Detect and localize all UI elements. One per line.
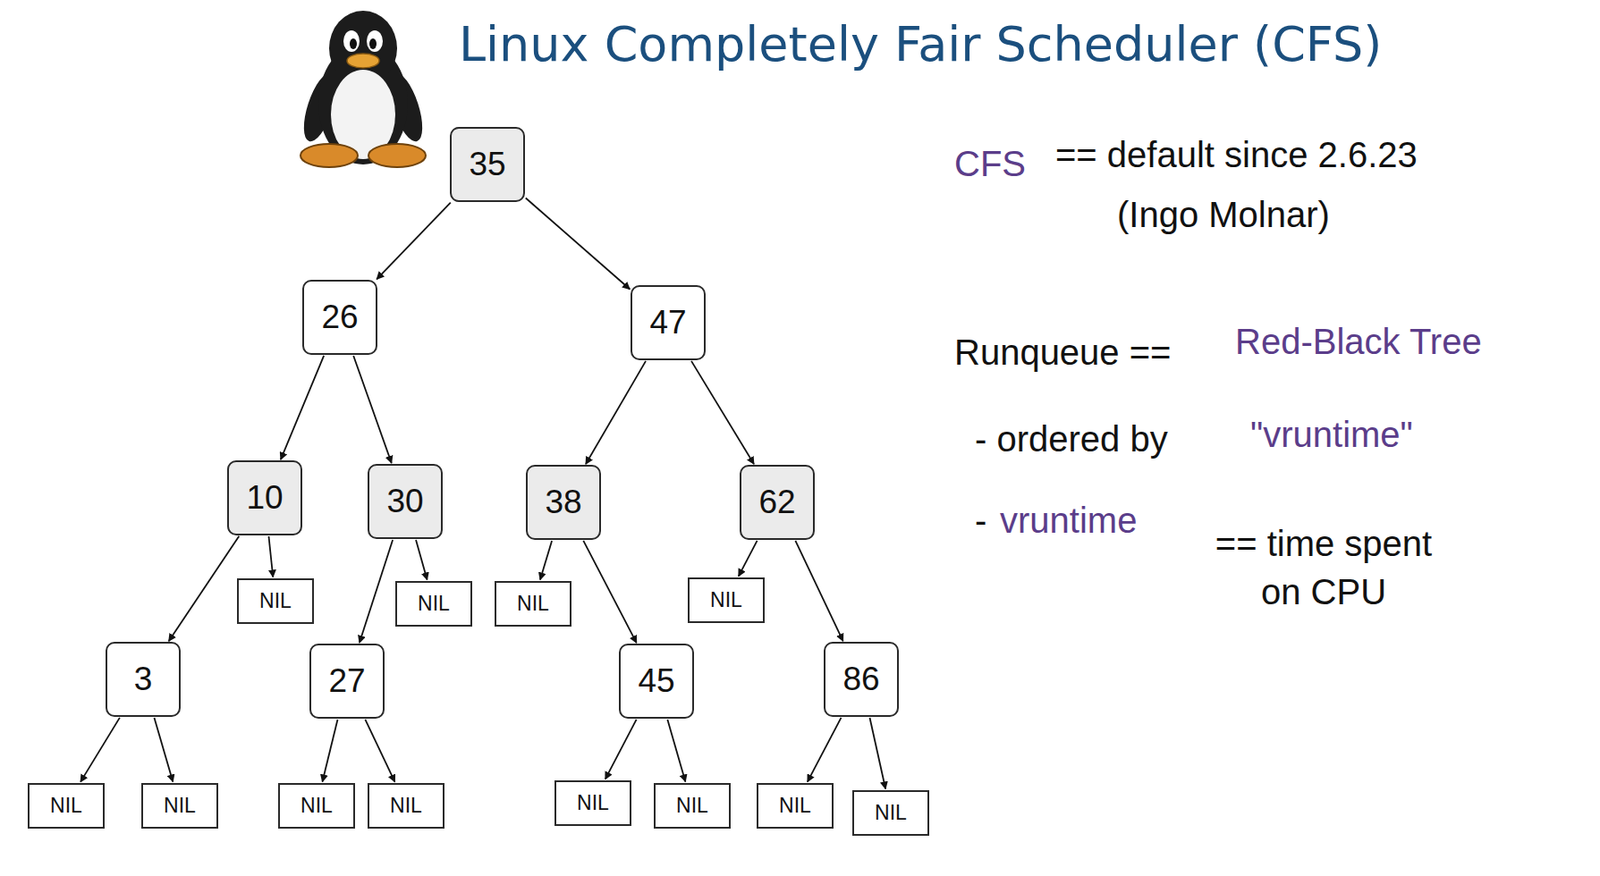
- tree-link-arrow: [415, 540, 428, 581]
- penguin-foot: [368, 143, 426, 168]
- annotation-text: == time spent on CPU: [1198, 519, 1449, 617]
- nil-leaf-box: NIL: [367, 783, 445, 830]
- tree-node-box: 26: [302, 279, 378, 356]
- vruntime-key: 3: [134, 660, 153, 699]
- tree-link-arrow: [870, 718, 887, 790]
- tree-link-arrow: [169, 536, 240, 642]
- tree-link-arrow: [364, 719, 395, 783]
- tree-link-arrow: [691, 361, 754, 465]
- vruntime-key: 47: [649, 304, 686, 342]
- tree-link-arrow: [359, 540, 393, 644]
- annotation-text: "vruntime": [1250, 410, 1414, 459]
- penguin-foot: [300, 143, 358, 168]
- nil-label: NIL: [259, 589, 292, 614]
- nil-label: NIL: [417, 592, 450, 617]
- tree-node-box: 86: [823, 642, 899, 718]
- tree-link-arrow: [738, 541, 758, 577]
- nil-leaf-box: NIL: [653, 783, 731, 830]
- tree-node-box: 35: [449, 126, 525, 203]
- tree-node-box: 30: [367, 464, 443, 540]
- annotation-text: vruntime: [999, 496, 1137, 545]
- vruntime-key: 38: [544, 483, 582, 522]
- tree-node-box: 27: [309, 643, 385, 720]
- diagram-title: Linux Completely Fair Scheduler (CFS): [458, 16, 1382, 73]
- nil-leaf-box: NIL: [237, 578, 314, 625]
- tree-link-arrow: [540, 541, 552, 581]
- tree-link-arrow: [807, 718, 842, 783]
- tree-link-arrow: [795, 541, 843, 642]
- tree-node-box: 38: [525, 465, 602, 541]
- nil-leaf-box: NIL: [141, 783, 219, 830]
- vruntime-key: 26: [321, 298, 358, 337]
- annotation-text: - ordered by: [974, 414, 1169, 464]
- vruntime-key: 45: [637, 662, 675, 701]
- tree-link-arrow: [353, 355, 392, 464]
- tree-link-arrow: [321, 719, 338, 783]
- tree-node-box: 47: [630, 285, 706, 361]
- vruntime-key: 86: [842, 660, 880, 699]
- nil-label: NIL: [50, 794, 83, 819]
- tree-link-arrow: [80, 718, 120, 783]
- vruntime-key: 30: [386, 482, 424, 521]
- vruntime-key: 62: [758, 483, 796, 522]
- nil-label: NIL: [676, 794, 709, 819]
- nil-label: NIL: [874, 801, 907, 826]
- nil-label: NIL: [163, 794, 196, 819]
- tree-link-arrow: [667, 719, 686, 783]
- penguin-pupil: [349, 38, 357, 50]
- nil-label: NIL: [389, 794, 423, 819]
- nil-leaf-box: NIL: [554, 780, 632, 827]
- nil-label: NIL: [516, 592, 550, 617]
- tree-node-box: 45: [618, 643, 695, 720]
- tree-node-box: 3: [105, 642, 181, 718]
- nil-label: NIL: [300, 794, 333, 819]
- tree-link-arrow: [525, 197, 630, 289]
- penguin-eye: [366, 30, 383, 52]
- nil-leaf-box: NIL: [852, 790, 930, 837]
- nil-label: NIL: [778, 794, 812, 819]
- tree-link-arrow: [153, 718, 173, 783]
- vruntime-key: 10: [245, 479, 283, 517]
- tux-penguin: [293, 7, 433, 172]
- nil-leaf-box: NIL: [395, 581, 473, 627]
- annotation-text: (Ingo Molnar): [1117, 190, 1330, 239]
- tree-link-arrow: [268, 536, 273, 578]
- nil-leaf-box: NIL: [494, 581, 572, 627]
- annotation-text: Red-Black Tree: [1235, 317, 1482, 366]
- tree-link-arrow: [583, 541, 636, 644]
- vruntime-key: 35: [468, 145, 506, 184]
- penguin-pupil: [369, 38, 377, 50]
- tree-link-arrow: [585, 361, 646, 465]
- annotation-text: CFS: [954, 139, 1026, 188]
- penguin-eye: [343, 30, 360, 52]
- nil-label: NIL: [710, 588, 743, 613]
- annotation-text: -: [974, 496, 987, 545]
- nil-leaf-box: NIL: [278, 783, 356, 830]
- tree-node-box: 10: [227, 460, 303, 536]
- tree-node-box: 62: [739, 465, 815, 541]
- nil-leaf-box: NIL: [687, 577, 765, 624]
- nil-leaf-box: NIL: [27, 783, 105, 830]
- annotation-text: Runqueue ==: [954, 328, 1171, 377]
- tree-link-arrow: [376, 203, 451, 280]
- tree-link-arrow: [280, 355, 324, 460]
- tree-link-arrow: [605, 719, 637, 780]
- penguin-beak: [347, 53, 380, 68]
- nil-leaf-box: NIL: [756, 783, 834, 830]
- vruntime-key: 27: [328, 662, 365, 701]
- nil-label: NIL: [576, 791, 610, 816]
- annotation-text: == default since 2.6.23: [1055, 130, 1418, 179]
